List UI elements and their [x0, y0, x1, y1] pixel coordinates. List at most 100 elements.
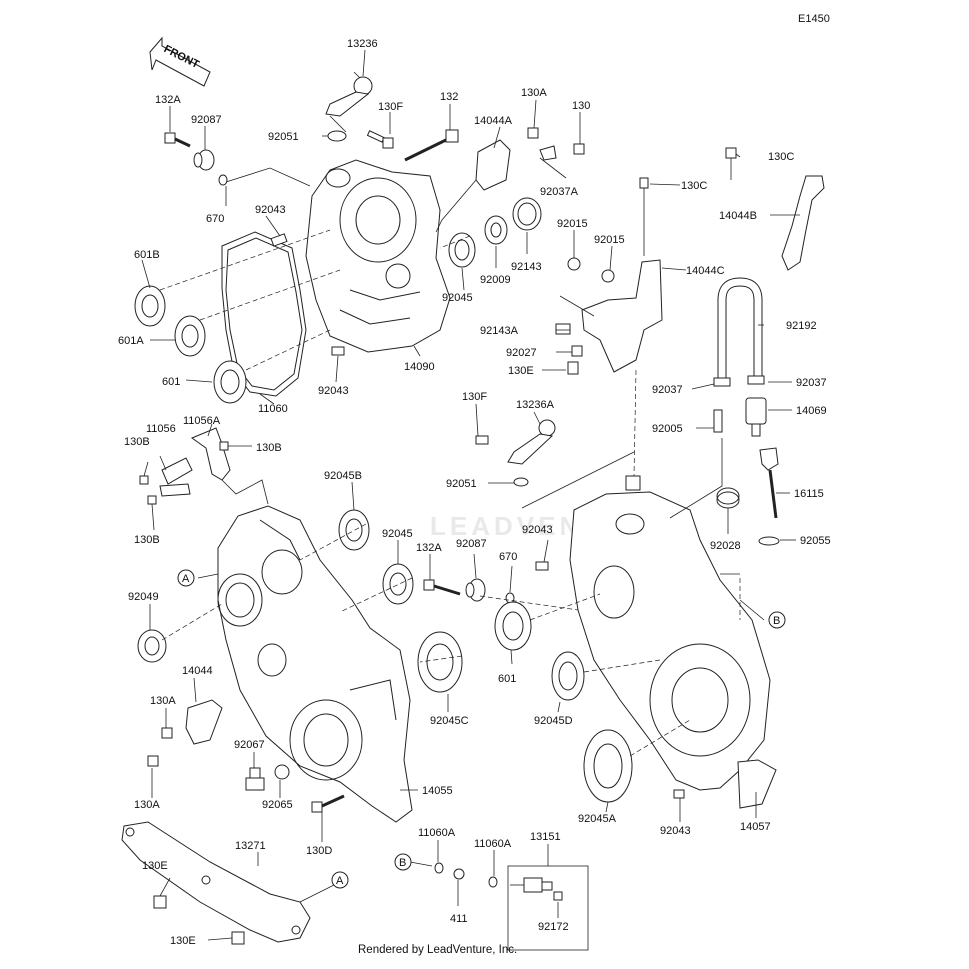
part-label: 130E	[170, 935, 196, 947]
part-label: 130B	[134, 534, 160, 546]
bracket-11056a-shape	[190, 427, 231, 481]
part-label: 11056	[146, 423, 176, 435]
callout-b-right: B	[768, 611, 786, 629]
seal-92049-shape	[137, 629, 167, 663]
part-label: 13236	[347, 38, 378, 50]
filter-14069-shape	[745, 397, 767, 437]
part-label: 13151	[530, 831, 561, 843]
part-label: 132A	[416, 542, 442, 554]
part-label: 92143A	[480, 325, 519, 337]
bush-92143-shape	[512, 197, 542, 231]
bearing-601-mid-shape	[494, 601, 532, 651]
part-label: 92045C	[430, 715, 469, 727]
oring-670-top-shape	[218, 174, 228, 186]
connector-lines	[221, 115, 740, 575]
washer-92065-shape	[274, 764, 290, 780]
part-label: 92067	[234, 739, 265, 751]
oring-11060a-a-shape	[434, 862, 444, 874]
seal-92045-top-shape	[448, 232, 476, 268]
callout-b-right-label: B	[773, 615, 780, 627]
bolt-132a-mid-shape	[423, 579, 461, 596]
part-label: 92043	[660, 825, 691, 837]
part-label: 14090	[404, 361, 435, 373]
bearing-92045c-shape	[417, 631, 463, 693]
nut-92172-shape	[553, 891, 563, 901]
part-label: 130C	[768, 151, 794, 163]
part-label: 11056A	[183, 415, 221, 427]
part-label: 16115	[794, 488, 824, 500]
switch-13151-shape	[510, 877, 553, 893]
bearing-92045-mid-shape	[382, 563, 414, 605]
part-label: 13271	[235, 840, 266, 852]
part-label: 130F	[462, 391, 487, 403]
part-label: 130A	[521, 87, 547, 99]
part-label: 601B	[134, 249, 160, 261]
crankcase-14057-shape	[569, 475, 777, 809]
bolt-132a-top-shape	[164, 132, 191, 148]
plate-13271-shape	[121, 821, 311, 943]
part-label: 130A	[134, 799, 160, 811]
dowel-92043-mid-shape	[331, 346, 345, 356]
lever-13236a-shape	[475, 419, 556, 465]
bracket-14044c-shape	[581, 147, 737, 373]
diagram-code: E1450	[798, 13, 830, 25]
part-label: 92028	[710, 540, 741, 552]
part-label: 14044	[182, 665, 213, 677]
clamp-11056-shape	[139, 457, 193, 505]
washer-92051-top-shape	[327, 130, 347, 142]
part-label: 92043	[522, 524, 553, 536]
bearing-601a-shape	[174, 315, 206, 357]
gasket-11060-shape	[221, 231, 307, 397]
part-label: 130D	[306, 845, 332, 857]
bracket-14044a-shape	[475, 127, 585, 191]
part-label: 92015	[557, 218, 588, 230]
bush-92028-shape	[716, 487, 740, 509]
part-label: 130E	[508, 365, 534, 377]
callout-a-bottom-label: A	[336, 875, 344, 887]
part-label: 130B	[256, 442, 282, 454]
bearing-601b-shape	[134, 285, 166, 327]
lever-13236-shape	[325, 71, 373, 117]
part-label: 92009	[480, 274, 511, 286]
part-label: 92043	[318, 385, 349, 397]
part-label: 14044A	[474, 115, 513, 127]
oring-92055-shape	[758, 536, 780, 546]
part-label: 92172	[538, 921, 569, 933]
seal-92009-shape	[484, 215, 508, 245]
part-label: 92065	[262, 799, 293, 811]
clamp-92037-l-shape	[713, 377, 731, 387]
part-label: 11060	[258, 403, 288, 415]
collar-92143a-shape	[555, 323, 571, 335]
part-label: 92051	[446, 478, 477, 490]
part-label: 92005	[652, 423, 683, 435]
part-label: 601	[498, 673, 516, 685]
part-label: 130A	[150, 695, 176, 707]
part-label: 670	[206, 213, 224, 225]
part-label: 92027	[506, 347, 537, 359]
cover-14090-shape	[305, 159, 451, 353]
part-labels: 13236 132A 92087 670 92051 130F 132 1404…	[118, 38, 831, 947]
part-label: 92045D	[534, 715, 573, 727]
fitting-92005-shape	[713, 409, 723, 433]
part-label: 92015	[594, 234, 625, 246]
callout-a-top-label: A	[182, 573, 190, 585]
part-label: 130B	[124, 436, 150, 448]
washer-92051-mid-shape	[513, 477, 529, 487]
fitting-92087-mid-shape	[465, 578, 486, 602]
part-label: 92055	[800, 535, 831, 547]
part-label: 14057	[740, 821, 771, 833]
fitting-92087-top-shape	[193, 149, 215, 171]
bearing-92045a-shape	[583, 729, 633, 803]
part-label: 411	[450, 913, 468, 925]
part-label: 130F	[378, 101, 403, 113]
part-label: 92087	[191, 114, 222, 126]
dowel-92043-low-shape	[673, 789, 685, 799]
bracket-14044-shape	[147, 699, 223, 767]
bolt-130f-top-shape	[366, 130, 394, 149]
bolt-132-shape	[404, 129, 459, 162]
part-label: 13236A	[516, 399, 555, 411]
part-label: 92045B	[324, 470, 362, 482]
part-label: 92143	[511, 261, 542, 273]
dashed-axis-lines	[159, 229, 741, 757]
